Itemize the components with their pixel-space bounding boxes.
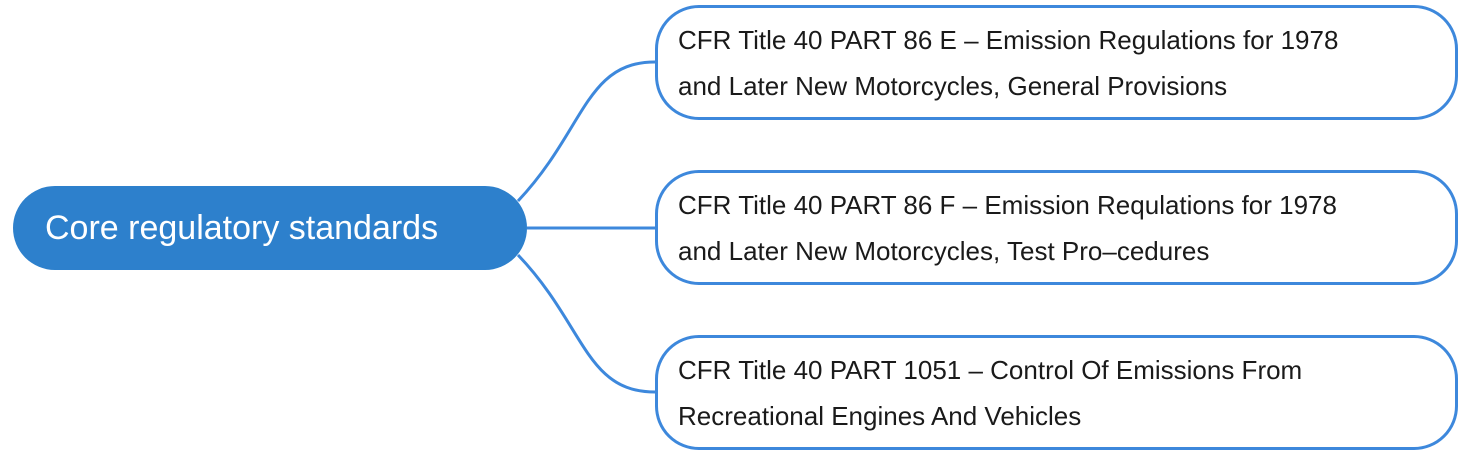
child-node-line: CFR Title 40 PART 86 E – Emission Regula… xyxy=(678,24,1339,55)
child-node-text: CFR Title 40 PART 86 F – Emission Requla… xyxy=(678,182,1337,274)
child-node-part-86-e[interactable]: CFR Title 40 PART 86 E – Emission Regula… xyxy=(655,5,1458,120)
child-node-part-86-f[interactable]: CFR Title 40 PART 86 F – Emission Requla… xyxy=(655,170,1458,285)
child-node-line: and Later New Motorcycles, Test Pro–cedu… xyxy=(678,235,1210,266)
child-node-line: CFR Title 40 PART 1051 – Control Of Emis… xyxy=(678,354,1303,385)
child-node-part-1051[interactable]: CFR Title 40 PART 1051 – Control Of Emis… xyxy=(655,335,1458,450)
child-node-line: CFR Title 40 PART 86 F – Emission Requla… xyxy=(678,189,1337,220)
root-node-label: Core regulatory standards xyxy=(45,208,439,247)
child-node-line: and Later New Motorcycles, General Provi… xyxy=(678,70,1228,101)
child-node-text: CFR Title 40 PART 86 E – Emission Regula… xyxy=(678,17,1338,109)
root-node[interactable]: Core regulatory standards xyxy=(13,186,527,270)
child-node-line: Recreational Engines And Vehicles xyxy=(678,400,1082,431)
connector-to-child-1 xyxy=(516,60,656,203)
connector-to-child-3 xyxy=(516,253,656,394)
child-node-text: CFR Title 40 PART 1051 – Control Of Emis… xyxy=(678,347,1302,439)
